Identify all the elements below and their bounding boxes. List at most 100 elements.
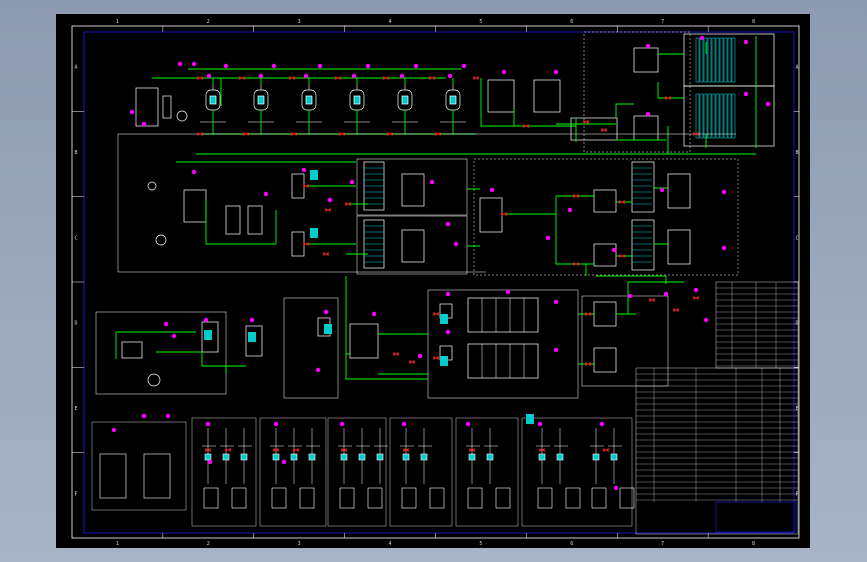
valve-symbol	[291, 131, 297, 137]
valve-symbol	[665, 95, 671, 101]
instrument-bubble	[177, 61, 183, 67]
equipment-table-lower	[635, 367, 799, 535]
instrument-bubble	[659, 187, 665, 193]
process-pipes-lower	[115, 275, 684, 380]
heat-exchanger-2	[247, 205, 263, 235]
buffer-tank	[479, 197, 503, 233]
utility-panel-5	[389, 417, 453, 527]
condenser	[147, 181, 157, 191]
instrument-bubble	[273, 421, 279, 427]
zone-letter-right: D	[795, 321, 798, 327]
valve-symbol	[469, 447, 475, 453]
instrument-bubble	[645, 43, 651, 49]
zone-number-bottom: 5	[479, 541, 482, 547]
instrument-bubble	[171, 333, 177, 339]
valve-symbol	[435, 131, 441, 137]
instrument-bubble	[365, 63, 371, 69]
vessel-marker	[440, 314, 448, 324]
utility-panel-4	[327, 417, 387, 527]
instrument-bubble	[206, 73, 212, 79]
permeate-tank-2	[401, 229, 425, 263]
instrument-bubble	[191, 169, 197, 175]
valve-symbol	[225, 447, 231, 453]
valve-symbol	[335, 75, 341, 81]
column-1	[291, 173, 305, 199]
evaporator-1	[467, 297, 539, 333]
instrument-bubble	[627, 293, 633, 299]
extraction-section	[147, 158, 739, 378]
valve-symbol	[573, 261, 579, 267]
valve-symbol	[673, 307, 679, 313]
instrument-bubble	[699, 35, 705, 41]
reactor-3	[296, 78, 322, 134]
instrument-bubble	[315, 367, 321, 373]
equipment-table-upper	[715, 281, 799, 369]
dryer-unit-2	[683, 85, 775, 147]
instrument-bubble	[429, 179, 435, 185]
vacuum-pump	[155, 234, 167, 246]
instrument-bubble	[223, 63, 229, 69]
zone-number-top: 8	[752, 19, 755, 25]
instrument-bubble	[165, 413, 171, 419]
chiller-unit	[143, 453, 171, 499]
dryer-vessel-2	[633, 115, 659, 141]
recovery-pump	[147, 373, 161, 387]
instrument-bubble	[301, 167, 307, 173]
instrument-bubble	[327, 197, 333, 203]
instrument-bubble	[721, 189, 727, 195]
zone-number-bottom: 3	[298, 541, 301, 547]
instrument-bubble	[129, 109, 135, 115]
instrument-bubble	[339, 421, 345, 427]
heat-exchanger-1	[225, 205, 241, 235]
valve-symbol	[303, 241, 309, 247]
valve-symbol	[585, 311, 591, 317]
instrument-bubble	[743, 39, 749, 45]
instrument-bubble	[465, 421, 471, 427]
vessel-marker	[526, 414, 534, 424]
instrument-bubble	[323, 309, 329, 315]
zone-number-bottom: 6	[570, 541, 573, 547]
instrument-bubble	[553, 299, 559, 305]
polishing-boundary	[473, 158, 739, 276]
zone-letter-left: D	[74, 321, 77, 327]
recovery-heater	[121, 341, 143, 359]
reactor-2	[248, 78, 274, 134]
zone-letter-right: C	[795, 235, 798, 241]
inner-border	[83, 31, 795, 534]
vessel-marker	[440, 356, 448, 366]
valve-symbol	[323, 251, 329, 257]
instrument-bubble	[371, 311, 377, 317]
valve-symbol	[649, 297, 655, 303]
instrument-bubble	[567, 207, 573, 213]
column-2	[291, 231, 305, 257]
solvent-recovery-box	[95, 311, 227, 395]
valve-symbol	[501, 211, 507, 217]
valve-symbol	[523, 123, 529, 129]
vessel-marker	[204, 330, 212, 340]
reactor-1	[200, 78, 226, 134]
instrument-bubble	[743, 91, 749, 97]
instrument-bubble	[703, 317, 709, 323]
collector-tank-1	[487, 79, 515, 113]
vessel-marker	[324, 324, 332, 334]
packaging-box	[581, 295, 669, 387]
distillation-tank	[349, 323, 379, 359]
valve-symbol	[583, 119, 589, 125]
valve-symbol	[429, 75, 435, 81]
utility-panels	[91, 417, 635, 527]
instrument-bubble	[453, 241, 459, 247]
instrument-bubble	[249, 317, 255, 323]
manifold-block	[570, 117, 618, 141]
membrane-block-1	[356, 158, 468, 216]
feed-tank	[135, 87, 159, 127]
instrument-bubble	[263, 191, 269, 197]
recovery-column-2	[245, 325, 263, 357]
utility-panel-7	[521, 417, 633, 527]
instrument-bubble	[553, 69, 559, 75]
instrument-bubble	[447, 73, 453, 79]
polishing-tank-1	[667, 173, 691, 209]
valve-symbol	[239, 75, 245, 81]
valve-symbol	[273, 447, 279, 453]
zone-letter-left: F	[74, 491, 77, 497]
